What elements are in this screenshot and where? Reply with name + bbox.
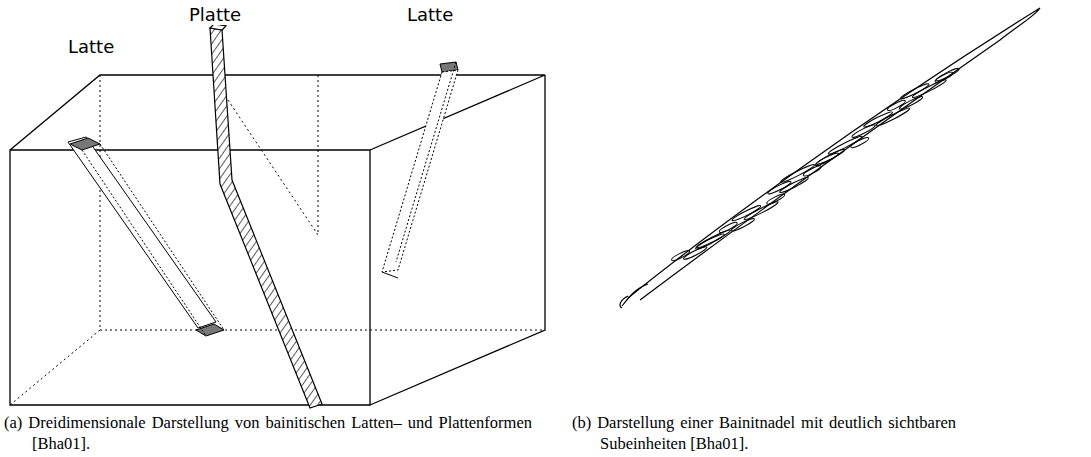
bainite-needle bbox=[620, 8, 1040, 308]
subunit bbox=[730, 217, 755, 233]
figure-caption: (b) Darstellung einer Bainitnadel mit de… bbox=[572, 412, 956, 454]
subunit bbox=[718, 221, 738, 234]
part-label: Latte bbox=[405, 4, 455, 25]
part-label: Latte bbox=[66, 36, 116, 57]
subunit bbox=[815, 148, 846, 166]
subunit bbox=[671, 249, 691, 262]
part-label: Platte bbox=[187, 4, 243, 25]
subunit bbox=[780, 163, 816, 184]
lath-left bbox=[68, 137, 224, 336]
subunit bbox=[935, 67, 960, 83]
subunit bbox=[696, 228, 732, 249]
subunit bbox=[850, 136, 870, 149]
subunit bbox=[827, 135, 863, 156]
subunit bbox=[683, 245, 708, 261]
subunit bbox=[802, 164, 822, 177]
subunit bbox=[851, 123, 876, 139]
subunit bbox=[886, 99, 906, 112]
plate bbox=[210, 24, 322, 408]
block-outline bbox=[10, 75, 545, 405]
subunit bbox=[743, 200, 779, 221]
figure-caption: (a) Dreidimensionale Darstellung von bai… bbox=[4, 412, 532, 454]
lath-right bbox=[382, 62, 458, 278]
subunit bbox=[934, 71, 954, 84]
subunit bbox=[911, 78, 947, 99]
subunit bbox=[767, 180, 792, 196]
subunit bbox=[766, 193, 786, 206]
subunit bbox=[898, 95, 923, 111]
hidden-edges bbox=[10, 75, 545, 405]
